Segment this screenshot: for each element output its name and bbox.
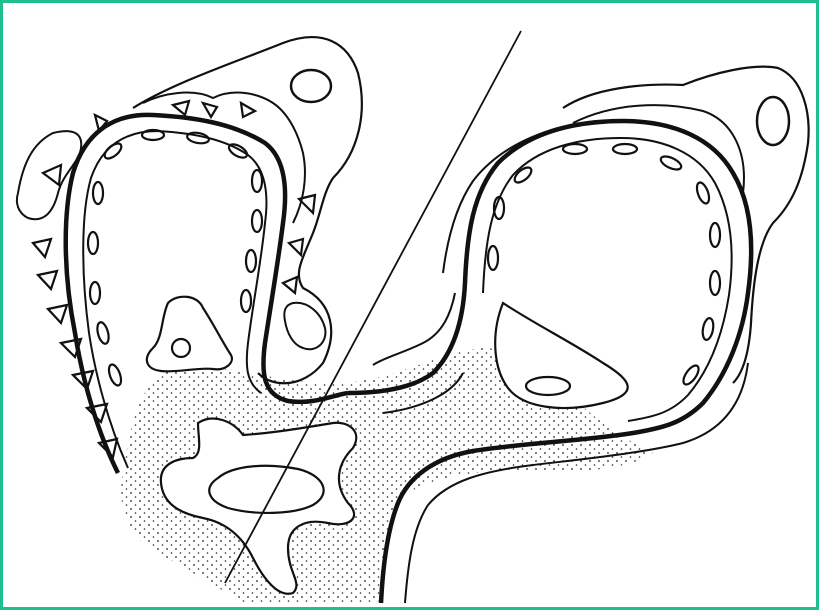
interalveolar-cell (284, 303, 325, 350)
septal-cell (147, 297, 232, 372)
anatomy-drawing (3, 3, 816, 607)
vessel-upper-right (757, 97, 789, 145)
left-upper-tissue-inner (143, 93, 305, 223)
right-upper-tissue-inner (573, 105, 744, 193)
right-upper-tissue-mass (563, 67, 809, 383)
vessel-upper-left (291, 70, 331, 102)
